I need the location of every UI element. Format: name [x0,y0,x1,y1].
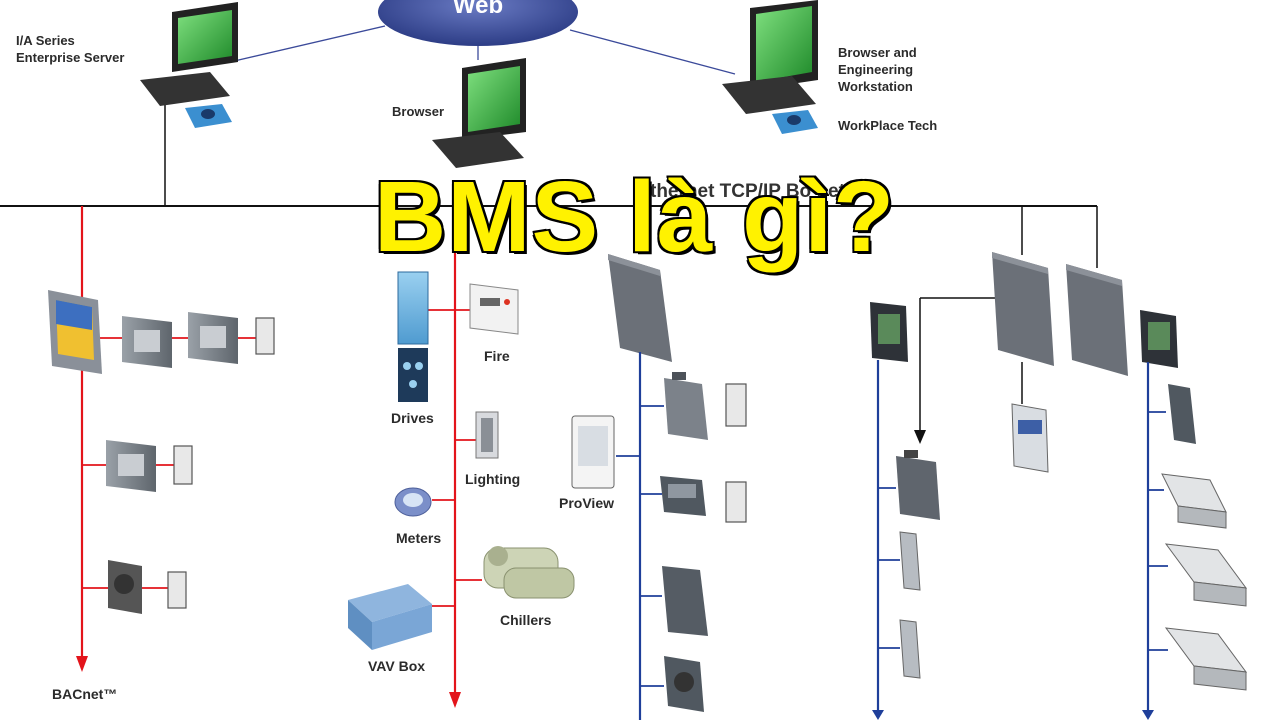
lighting-label: Lighting [465,471,521,487]
lon-controller-icon [870,302,908,362]
workplace-tech-label: WorkPlace Tech [838,118,938,133]
blue-arrow-3 [1142,710,1154,720]
browser-computer-icon [432,58,526,168]
din-module-icon-2 [1164,543,1248,607]
building-controller-icon-2 [992,252,1054,366]
din-module-icon-1 [1161,473,1227,529]
bacnet-label: BACnet™ [52,686,118,702]
right-drop-arrow [914,430,926,444]
chiller-icon [483,546,575,599]
lon-controller-icon-2 [1140,310,1178,368]
slim-controller-icon-2 [899,619,921,679]
building-controller-icon-1 [608,254,672,362]
thermostat-icon-5 [725,481,747,523]
meters-label: Meters [396,530,442,546]
building-controller-icon-3 [1066,264,1128,376]
server-computer-icon [140,2,238,128]
link-eng-web [569,29,736,75]
page-title: BMS là gì? [372,160,896,275]
ethernet-bus-label: thernet TCP/IP Bo net/IP [650,181,869,202]
server-label: I/A Series Enterprise Server [16,33,125,65]
io-module-icon-2 [660,476,706,516]
bacnet-controller-icon-3 [106,440,156,492]
touchscreen-panel-icon [48,290,102,374]
meter-icon [394,487,432,517]
vav-box-icon [348,584,432,650]
io-module-icon-4 [896,450,940,520]
bacnet-thermostat-icon-2 [173,445,193,485]
slim-controller-icon-1 [899,531,921,591]
vav-box-label: VAV Box [368,658,426,674]
link-server-web [229,25,386,63]
drives-label: Drives [391,410,434,426]
io-module-icon-3 [662,566,708,636]
proview-label: ProView [559,495,614,511]
bacnet-thermostat-icon-1 [255,317,275,355]
engineering-computer-icon [722,0,818,134]
web-cloud-label: Web [452,0,504,19]
drive-unit-icon [397,271,429,402]
din-module-icon-3 [1164,627,1248,691]
browser-label: Browser [392,104,445,119]
web-cloud [378,0,578,46]
fire-label: Fire [484,348,510,364]
lighting-panel-icon [475,411,499,459]
actuator-icon-2 [664,656,704,712]
engineering-label: Browser and Engineering Workstation [838,45,917,94]
io-module-icon-5 [1168,384,1196,444]
bacnet-controller-icon-2 [188,312,238,364]
bacnet-actuator-icon [108,560,142,614]
bacnet-controller-icon-1 [122,316,172,368]
chillers-label: Chillers [500,612,552,628]
blue-arrow-2 [872,710,884,720]
io-module-icon-1 [664,372,708,440]
bacnet-thermostat-icon-3 [167,571,187,609]
field-arrow [449,692,461,708]
bacnet-arrow [76,656,88,672]
fire-panel-icon [469,283,519,335]
proview-display-icon [571,415,615,489]
power-meter-icon [1011,403,1049,473]
thermostat-icon-4 [725,383,747,427]
